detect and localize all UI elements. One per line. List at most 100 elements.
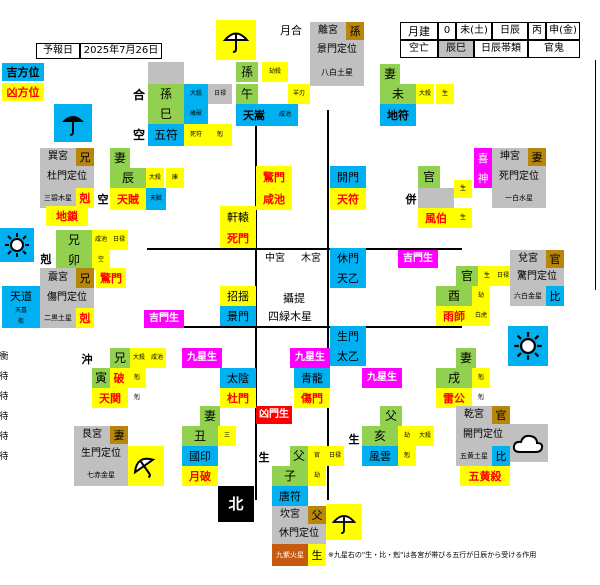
nw-branch: 巳	[148, 104, 184, 124]
death-gate: 死門	[220, 228, 256, 248]
ne-evil-1: 大殺	[416, 84, 434, 104]
right-border	[595, 60, 596, 290]
kun-gray	[418, 188, 454, 208]
e-evil-1: 大殺	[146, 168, 164, 188]
center-star: 四緑木星	[268, 309, 312, 323]
w2-branch: 酉	[436, 286, 472, 306]
gen-relation: 妻	[110, 426, 128, 444]
grid-line-top-h	[147, 248, 462, 250]
view-gate: 景門	[220, 306, 256, 326]
qian-palace: 乾宮	[456, 406, 492, 424]
footnote: ※九星右の"生・比・剋"は各宮が帯びる五行が日辰から受ける作用	[328, 550, 537, 559]
nw-evil-5: 剋	[208, 124, 232, 146]
kan-relation: 父	[308, 506, 326, 524]
kun-wife: 妻	[528, 148, 546, 166]
left-col-item: 待	[0, 411, 8, 422]
kun-evil-1: 生	[454, 180, 472, 198]
zhen-star: 二黒土星	[40, 308, 76, 328]
open-gate: 開門	[330, 166, 366, 188]
life-gate: 生門	[330, 326, 366, 346]
s-branch: 午	[236, 84, 258, 104]
gen-star: 七赤金星	[74, 464, 128, 486]
li-star: 八白土星	[310, 60, 364, 86]
zhaoyao: 招揺	[220, 286, 256, 306]
day-branch: 申(金)	[546, 22, 580, 40]
w3-branch: 寅	[92, 368, 110, 388]
se-evil-1: 剋	[472, 368, 490, 388]
e2-evil-1: 劫	[398, 426, 416, 446]
zhen-palace: 震宮	[40, 268, 76, 288]
tai-yin: 太陰	[220, 368, 256, 388]
e-evil-3: 天賦	[146, 188, 166, 210]
good-gate-badge: 吉門生	[398, 250, 438, 268]
w2-evil-3: 劫	[472, 286, 490, 306]
sun-icon	[508, 326, 548, 366]
grid-line-bottom-h	[147, 326, 462, 328]
e2-branch: 亥	[362, 426, 398, 446]
n-symbol: 唐符	[272, 486, 308, 506]
rest-gate: 休門	[330, 248, 366, 268]
nw-evil-2: 日禄	[208, 84, 232, 104]
zhen-evil-2: 日禄	[110, 230, 128, 250]
good-gate-badge-2: 吉門生	[144, 310, 184, 328]
center-palace: 中宮	[265, 253, 285, 264]
blue-dragon: 青龍	[294, 368, 330, 388]
month-num: 0	[438, 22, 456, 40]
s-evil-3: 咸池	[272, 104, 298, 126]
umbrella-icon	[216, 20, 256, 60]
e-evil-2: 庫	[166, 168, 184, 188]
qian-relation: 官	[492, 406, 510, 424]
nw-harmony: 合	[132, 88, 145, 102]
nw-void: 空	[132, 128, 145, 142]
grid-line-left-v	[255, 110, 257, 500]
month-harmony-label: 月合	[280, 23, 302, 37]
e2-deity: 風雲	[362, 446, 398, 466]
kun-evil-2: 生	[454, 208, 472, 228]
kun-joy: 喜	[474, 148, 492, 168]
sw2-month-break: 月破	[182, 466, 218, 486]
dui-palace: 兌宮	[510, 250, 546, 268]
kun-relation: 官	[418, 166, 440, 188]
xun-relation: 兄	[76, 148, 94, 166]
north-indicator: 北	[218, 486, 254, 522]
nw-evil-1: 大殺	[184, 84, 208, 104]
zhen-evil-1: 咸池	[92, 230, 110, 250]
xun-effect: 剋	[76, 188, 94, 208]
bad-direction-label: 凶方位	[2, 83, 44, 101]
du-gate: 杜門	[220, 388, 256, 408]
s-evil-1: 劫殺	[262, 62, 288, 82]
li-relation: 孫	[346, 22, 364, 40]
xun-fortune: 地鎖	[46, 206, 88, 226]
ne-relation: 妻	[380, 64, 400, 84]
forecast-date-label: 予報日	[36, 43, 80, 59]
xun-palace: 巽宮	[40, 148, 76, 166]
dui-effect: 比	[546, 286, 564, 306]
xuanyuan: 軒轅	[220, 206, 256, 228]
kun-gate: 死門定位	[492, 166, 546, 188]
kun-palace: 坤宮	[492, 148, 528, 166]
se-relation: 妻	[456, 348, 476, 368]
w2-relation: 官	[456, 266, 478, 286]
zhen-fortune: 驚門	[96, 268, 126, 288]
nw-gray-top	[148, 62, 184, 84]
left-col-item: 待	[0, 371, 8, 382]
day-label: 日辰	[492, 22, 528, 40]
nw-relation: 孫	[148, 84, 184, 104]
e2-evil-3: 剋	[398, 446, 416, 466]
center-star-palace: 木宮	[301, 253, 321, 264]
w2-deity: 雨師	[436, 306, 472, 326]
dui-relation: 官	[546, 250, 564, 268]
sun-icon	[0, 228, 34, 262]
w3-evil-3: 剋	[128, 368, 146, 388]
sw2-branch: 丑	[182, 426, 218, 446]
kun-god: 神	[474, 168, 492, 188]
umbrella-icon	[326, 504, 362, 540]
salty-pond: 咸池	[256, 188, 292, 210]
kan-effect: 生	[308, 544, 326, 566]
void-label: 空亡	[400, 40, 438, 58]
heaven-path-sub-2: 衛	[2, 316, 40, 328]
kan-gate: 休門定位	[272, 524, 326, 544]
e-relation: 妻	[110, 148, 130, 168]
gen-palace: 艮宮	[74, 426, 110, 444]
nine-star-badge-3: 九星生	[362, 368, 402, 388]
